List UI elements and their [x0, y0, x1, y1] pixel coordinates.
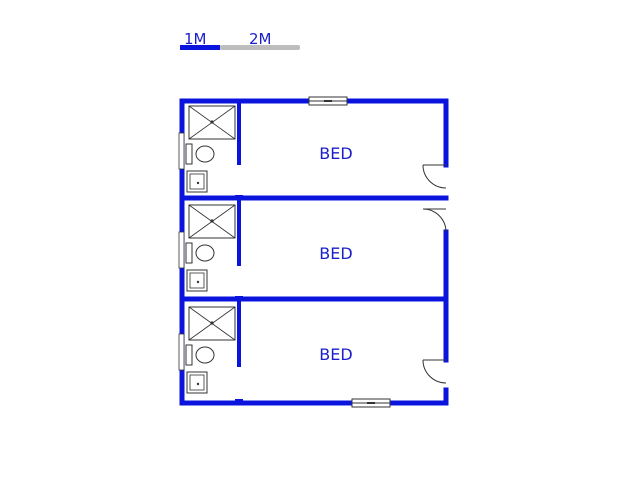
toilet-cistern — [185, 344, 193, 366]
door-1 — [422, 164, 447, 189]
wall-fitting — [178, 231, 185, 269]
basin — [186, 269, 208, 292]
bathroom-fixtures — [178, 105, 236, 394]
wall-fitting — [178, 132, 185, 170]
scale-label-2m: 2M — [249, 30, 272, 48]
scale-segment-2 — [220, 45, 300, 50]
door-3 — [422, 359, 447, 384]
window-bottom — [351, 398, 391, 408]
room-label-2: BED — [319, 244, 352, 263]
wall-fitting — [178, 333, 185, 371]
toilet-cistern — [185, 143, 193, 165]
window-top — [308, 96, 348, 106]
basin-tap — [196, 181, 200, 185]
windows — [308, 96, 391, 408]
door-2 — [422, 208, 447, 233]
wall-stubs — [235, 195, 243, 401]
toilet-bowl — [195, 346, 215, 364]
shower-drain — [210, 321, 214, 325]
scale-segment-1 — [180, 45, 220, 50]
basin-bowl — [189, 272, 205, 289]
bathroom-unit-2 — [178, 204, 236, 292]
scale-bar: 1M 2M — [180, 30, 300, 50]
toilet-bowl — [195, 244, 215, 262]
basin-tap — [196, 280, 200, 284]
scale-label-1m: 1M — [184, 30, 207, 48]
shower-drain — [210, 120, 214, 124]
bathroom-unit-1 — [178, 105, 236, 193]
walls — [179, 98, 449, 406]
basin — [186, 371, 208, 394]
toilet-bowl — [195, 145, 215, 163]
bathroom-unit-3 — [178, 306, 236, 394]
basin-tap — [196, 382, 200, 386]
room-label-1: BED — [319, 144, 352, 163]
doors — [422, 164, 447, 384]
shower-drain — [210, 219, 214, 223]
toilet-cistern — [185, 242, 193, 264]
basin-bowl — [189, 173, 205, 190]
basin — [186, 170, 208, 193]
room-label-3: BED — [319, 345, 352, 364]
basin-bowl — [189, 374, 205, 391]
